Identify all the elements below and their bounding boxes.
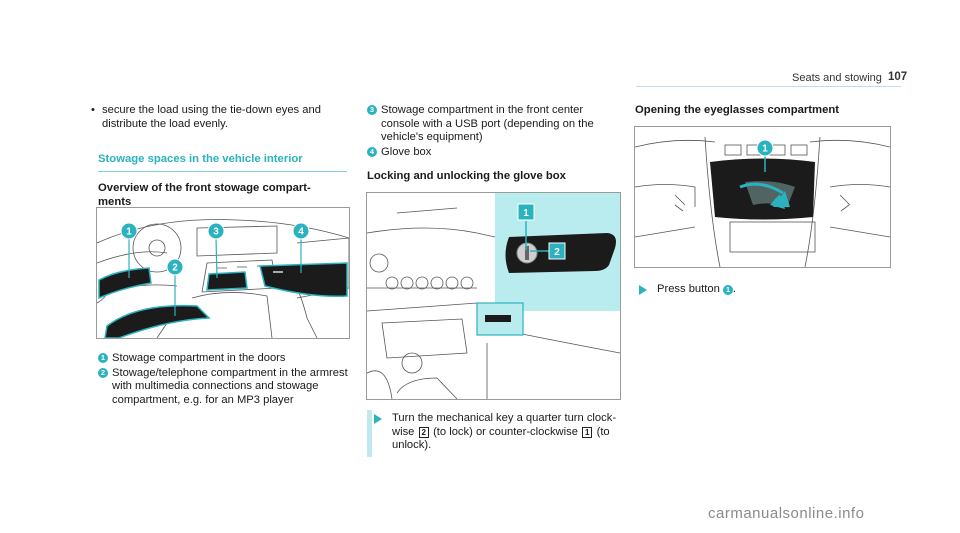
overview-subheading: Overview of the front stowage compart-me… (98, 182, 311, 208)
figure-eyeglasses: 1 (634, 126, 891, 268)
callout-1: 1 (126, 227, 132, 238)
eyeglasses-subheading: Opening the eyeglasses compartment (635, 104, 840, 116)
glovebox-illustration: 1 2 (367, 193, 620, 399)
middle-legend: 3 Stowage compartment in the front cente… (367, 104, 617, 160)
key-1-box: 1 (582, 426, 593, 438)
glovebox-callout-2: 2 (554, 247, 560, 258)
instruction-number: 1 (722, 285, 733, 295)
legend-number: 2 (98, 367, 108, 378)
glovebox-instruction-block: Turn the mechanical key a quarter turn c… (367, 410, 622, 457)
legend-item-3: 3 Stowage compartment in the front cente… (367, 104, 617, 145)
legend-number: 4 (367, 146, 377, 157)
glovebox-subheading: Locking and unlocking the glove box (367, 170, 566, 182)
instruction-period: . (732, 283, 737, 295)
running-header-title: Seats and stowing (792, 72, 882, 84)
callout-3: 3 (213, 227, 219, 238)
eyeglasses-instruction: Press button 1. (637, 283, 887, 297)
page-number: 107 (888, 71, 908, 83)
legend-text: Glove box (381, 145, 432, 158)
instruction-text-part2: (to lock) or counter-clockwise (433, 425, 578, 438)
legend-text: Stowage/telephone compartment in the arm… (112, 366, 348, 406)
eyeglasses-callout-1: 1 (762, 144, 768, 155)
instruction-arrow-icon (639, 285, 647, 295)
figure-glovebox: 1 2 (366, 192, 621, 400)
legend-item-2: 2 Stowage/telephone compartment in the a… (98, 367, 348, 408)
key-2-box: 2 (418, 426, 429, 438)
left-column: secure the load using the tie-down eyes … (88, 104, 348, 131)
instruction-text-part1: Turn the mechanical key a quarter turn c… (392, 412, 617, 438)
callout-4: 4 (298, 227, 304, 238)
legend-item-1: 1 Stowage compartment in the doors (98, 352, 348, 366)
bullet-load-instruction: secure the load using the tie-down eyes … (88, 104, 348, 131)
stowage-section: Stowage spaces in the vehicle interior (98, 153, 358, 172)
legend-text: Stowage compartment in the front center … (381, 104, 594, 143)
glovebox-callout-1: 1 (523, 208, 529, 219)
instruction-text-part3: (to unlock). (392, 425, 610, 452)
eyeglasses-instruction-block: Press button 1. (637, 283, 887, 297)
figure-interior-overview: 1 2 3 4 (96, 207, 350, 339)
header-rule (636, 86, 901, 87)
section-title: Stowage spaces in the vehicle interior (98, 153, 347, 172)
instruction-arrow-icon (374, 414, 382, 424)
instruction-text: Press button (657, 283, 720, 295)
overview-legend: 1 Stowage compartment in the doors 2 Sto… (98, 352, 348, 408)
glovebox-instruction: Turn the mechanical key a quarter turn c… (372, 412, 622, 453)
eyeglasses-illustration: 1 (635, 136, 890, 267)
legend-text: Stowage compartment in the doors (112, 352, 286, 364)
interior-illustration: 1 2 3 4 (97, 219, 349, 338)
legend-number: 1 (98, 353, 108, 363)
legend-item-4: 4 Glove box (367, 146, 617, 160)
watermark: carmanualsonline.info (708, 505, 865, 522)
callout-2: 2 (172, 263, 178, 274)
legend-number: 3 (367, 105, 377, 115)
